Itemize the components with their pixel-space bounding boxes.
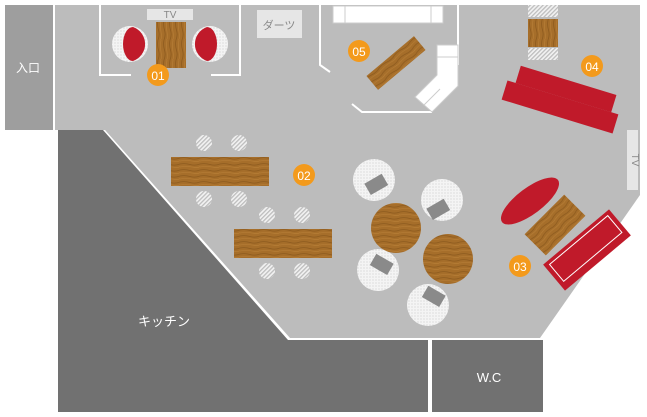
zone-badge-05-label: 05: [352, 45, 366, 59]
entrance-area: [5, 5, 53, 130]
tv-top-label: TV: [164, 10, 177, 21]
zone-03-lounge: [500, 177, 631, 291]
zone-badge-02: 02: [293, 164, 315, 186]
wc-area: [432, 340, 543, 412]
tv-top-box: [147, 9, 193, 20]
zone-badge-02-label: 02: [297, 169, 311, 183]
zone-02-table-upper: [171, 157, 269, 186]
zone-05-table: [366, 36, 426, 90]
zone-01-table: [156, 22, 186, 68]
kitchen-area: [58, 130, 428, 412]
zone-03-table: [524, 194, 586, 256]
tv-right-label: TV: [629, 154, 640, 167]
counter-top: [332, 5, 444, 24]
main-floor: [55, 5, 640, 338]
entrance-label: 入口: [16, 61, 40, 75]
darts-box: [257, 10, 302, 38]
wc-label: W.C: [477, 370, 502, 385]
zone-04-sofa-front: [501, 80, 619, 134]
darts-label: ダーツ: [263, 18, 296, 32]
round-tables: [353, 159, 473, 326]
zone-badge-03: 03: [509, 255, 531, 277]
zone-04-sofa-back: [515, 65, 617, 113]
zone-03-sofa: [543, 209, 631, 291]
round-table-2: [423, 234, 473, 284]
kitchen-label: キッチン: [138, 315, 190, 330]
zone-badge-01: 01: [147, 64, 169, 86]
zone-04-table: [528, 19, 558, 47]
zone-badge-01-label: 01: [151, 69, 165, 83]
tv-right-box: [627, 130, 638, 190]
zone-badge-03-label: 03: [513, 260, 527, 274]
zone-badge-04-label: 04: [585, 60, 599, 74]
counter-corner: [414, 44, 459, 113]
zone-03-sofa-oval: [500, 177, 560, 225]
zone-05-counter: [319, 5, 459, 113]
zone-01-booth: TV: [99, 5, 241, 76]
zone-02-table-lower: [234, 229, 332, 258]
round-table-1: [371, 203, 421, 253]
zone-04-lounge: [501, 5, 619, 134]
zone-badge-05: 05: [348, 40, 370, 62]
zone-badge-04: 04: [581, 55, 603, 77]
zone-02-tables: [171, 135, 332, 279]
